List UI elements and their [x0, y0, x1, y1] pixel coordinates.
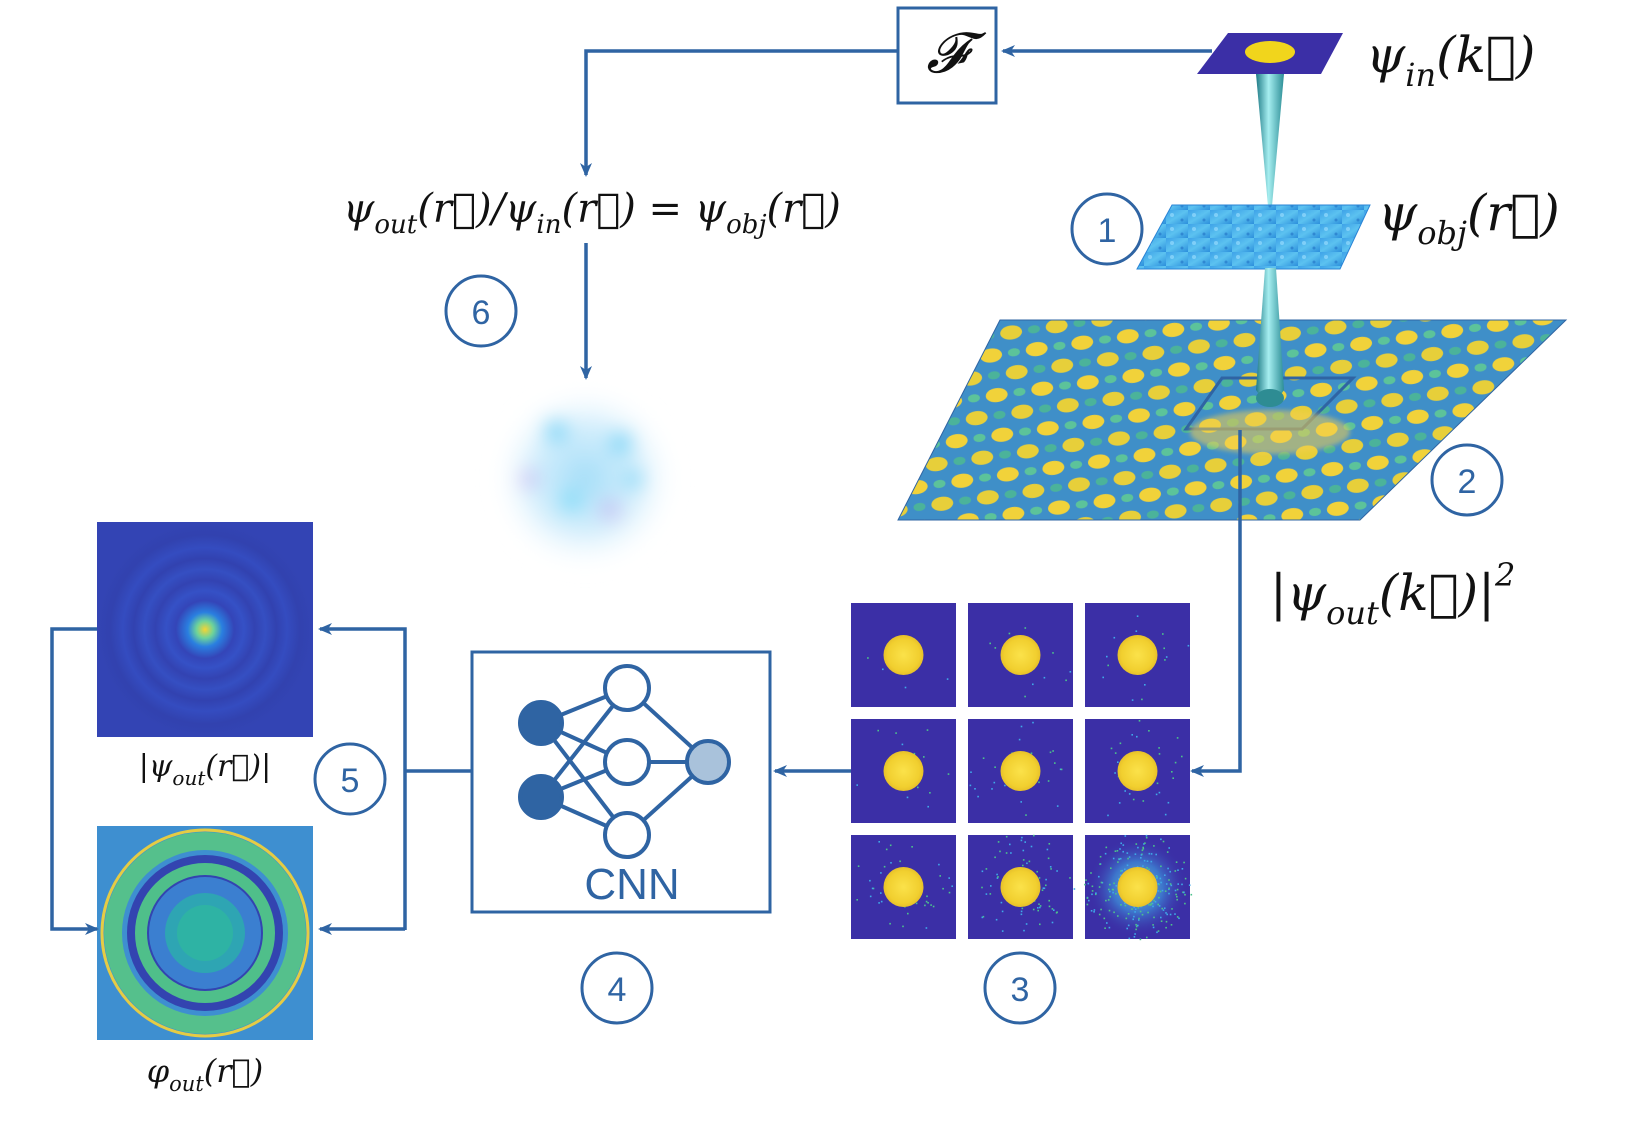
diffraction-pattern [1085, 719, 1190, 823]
arrow-fourier-to-equation [580, 49, 898, 177]
label-psi-out-k-squared: |ψout(k⃗)|2 [1270, 556, 1515, 632]
svg-text:2: 2 [1458, 463, 1477, 501]
phase-caption: φout(r⃗) [147, 1052, 263, 1096]
cnn-box: CNN [470, 650, 772, 914]
label-psi-obj-r: ψobj(r⃗) [1378, 184, 1560, 252]
label-psi-in-k: ψin(k⃗) [1366, 26, 1535, 94]
cnn-label: CNN [584, 860, 679, 909]
diffraction-pattern [968, 834, 1076, 939]
diffraction-pattern [851, 835, 956, 939]
object-plane [1136, 204, 1371, 270]
step-2-marker: 2 [1430, 443, 1504, 517]
phase-image [97, 826, 313, 1040]
diffraction-pattern [1085, 603, 1190, 707]
diffraction-pattern [1084, 834, 1193, 941]
cnn-output-arrows [318, 623, 472, 935]
step-3-marker: 3 [983, 951, 1057, 1025]
sample-plane [897, 319, 1568, 521]
reconstruction-blob [490, 383, 680, 573]
probe-plane [1197, 33, 1343, 74]
diffraction-pattern [968, 719, 1073, 823]
probe-cone [1256, 74, 1284, 228]
equation-label: ψout(r⃗)/ψin(r⃗) = ψobj(r⃗) [343, 186, 841, 240]
amplitude-image [97, 522, 313, 737]
diffraction-pattern [851, 603, 956, 707]
svg-text:6: 6 [472, 294, 491, 332]
step-6-marker: 6 [444, 274, 518, 348]
step-1-marker: 1 [1070, 192, 1144, 266]
probe-cone-lower [1256, 268, 1284, 401]
step-4-marker: 4 [580, 951, 654, 1025]
step-5-marker: 5 [313, 742, 387, 816]
diffraction-pattern [851, 719, 956, 823]
arrow-sample-to-patterns [1190, 430, 1242, 777]
diffraction-pattern-grid [851, 603, 1193, 941]
svg-text:4: 4 [608, 971, 627, 1009]
amplitude-caption: |ψout(r⃗)| [139, 749, 271, 790]
svg-text:5: 5 [341, 762, 360, 800]
fourier-box [896, 6, 998, 105]
svg-text:3: 3 [1011, 971, 1030, 1009]
fourier-loop: 𝓕 [580, 6, 1212, 177]
svg-text:1: 1 [1098, 212, 1117, 250]
diffraction-pattern [968, 603, 1073, 707]
arrow-outputs-to-equation [50, 627, 99, 935]
neural-network-icon [518, 664, 731, 859]
